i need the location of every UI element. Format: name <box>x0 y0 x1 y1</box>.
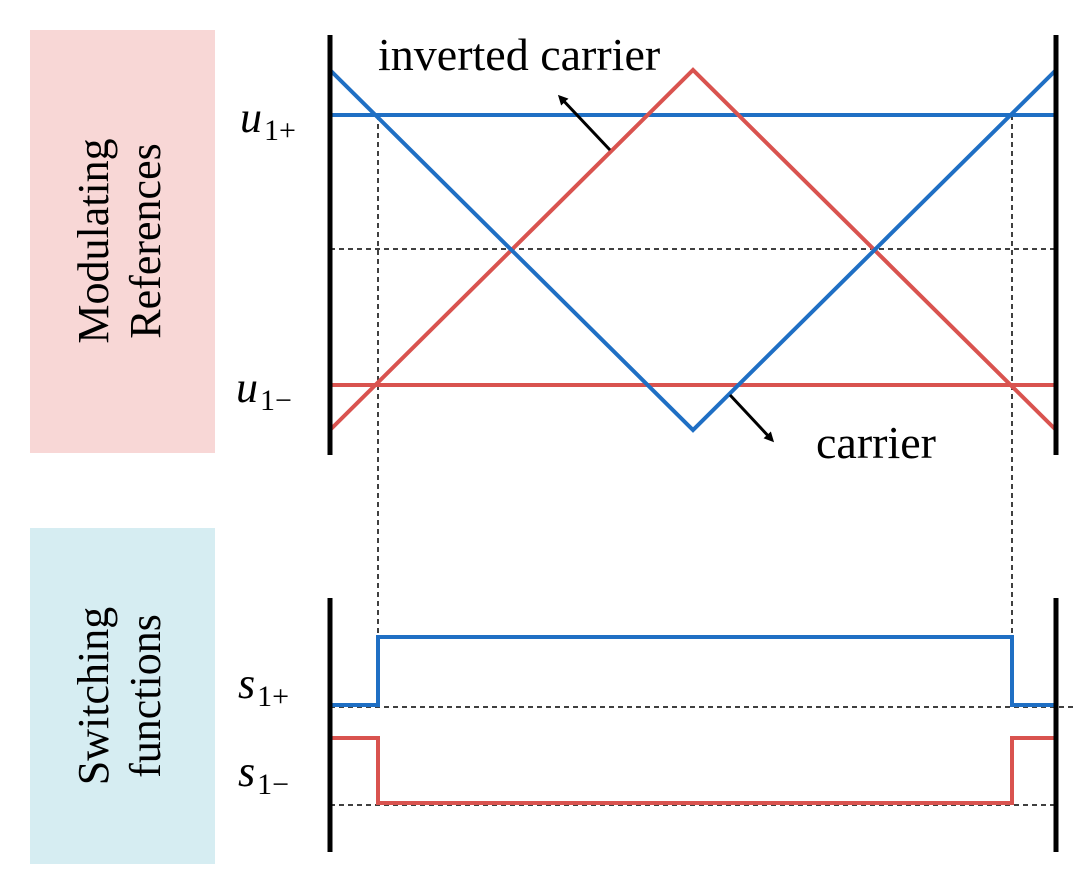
s-plus-label: s1+ <box>238 659 289 713</box>
inverted-carrier-wave <box>328 67 1058 432</box>
inverted-carrier-label: inverted carrier <box>378 29 660 80</box>
u-minus-subscript: 1− <box>260 384 292 417</box>
top-panel-title: Modulating References <box>69 138 170 343</box>
u-plus-base: u <box>240 93 262 142</box>
s-plus-waveform <box>332 635 1056 707</box>
u-plus-label: u1+ <box>240 93 296 147</box>
s-minus-waveform <box>332 736 1056 805</box>
bottom-title-line2: functions <box>121 614 170 778</box>
s-plus-subscript: 1+ <box>257 680 289 713</box>
period-boundaries <box>327 35 1059 852</box>
u-minus-base: u <box>236 363 258 412</box>
bottom-title-line1: Switching <box>69 607 118 785</box>
top-title-line1: Modulating <box>69 138 118 343</box>
dashed-guides <box>330 115 1075 806</box>
s-minus-base: s <box>238 747 255 796</box>
carrier-label: carrier <box>816 417 936 468</box>
bottom-panel-background <box>30 528 215 864</box>
carrier-arrow <box>728 393 775 443</box>
u-plus-subscript: 1+ <box>264 114 296 147</box>
s-minus-subscript: 1− <box>257 768 289 801</box>
u-minus-label: u1− <box>236 363 292 417</box>
top-panel-background <box>30 30 215 453</box>
top-title-line2: References <box>121 143 170 338</box>
inverted-carrier-arrow <box>557 94 612 152</box>
s-minus-label: s1− <box>238 747 289 801</box>
bottom-panel-title: Switching functions <box>69 607 170 785</box>
s-plus-base: s <box>238 659 255 708</box>
carrier-wave <box>328 68 1058 433</box>
